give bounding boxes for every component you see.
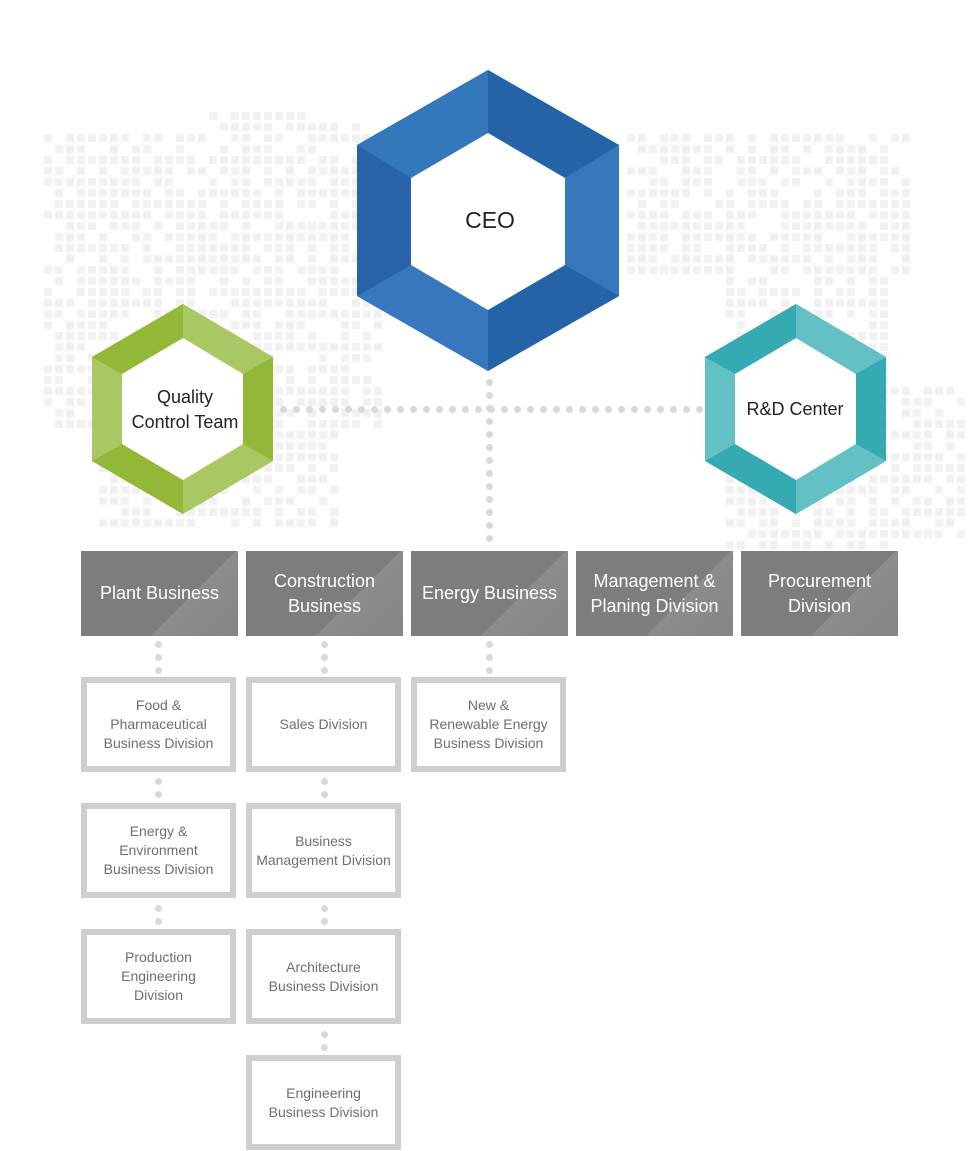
connector-dot xyxy=(332,406,339,413)
connector-dot xyxy=(486,431,493,438)
connector-dot xyxy=(321,791,328,798)
connector-dot xyxy=(423,406,430,413)
division-procurement: Procurement Division xyxy=(741,551,898,636)
connector-dot xyxy=(644,406,651,413)
connector-dot xyxy=(605,406,612,413)
connector-dot xyxy=(358,406,365,413)
unit-energy-environment: Energy & Environment Business Division xyxy=(81,803,236,898)
unit-food-pharmaceutical: Food & Pharmaceutical Business Division xyxy=(81,677,236,772)
connector-dot xyxy=(486,509,493,516)
connector-dot xyxy=(306,406,313,413)
connector-dot xyxy=(280,406,287,413)
connector-dot xyxy=(410,406,417,413)
connector-dot xyxy=(486,483,493,490)
connector-dot xyxy=(486,392,493,399)
rd-center-hexagon xyxy=(705,304,886,514)
connector-dot xyxy=(293,406,300,413)
connector-dot xyxy=(527,406,534,413)
connector-dot xyxy=(462,406,469,413)
connector-dot xyxy=(384,406,391,413)
connector-dot xyxy=(696,406,703,413)
connector-dot xyxy=(155,905,162,912)
connector-dot xyxy=(155,641,162,648)
connector-dot xyxy=(657,406,664,413)
connector-dot xyxy=(514,406,521,413)
connector-dot xyxy=(486,457,493,464)
connector-dot xyxy=(486,444,493,451)
division-energy-business: Energy Business xyxy=(411,551,568,636)
connector-dot xyxy=(155,918,162,925)
unit-engineering: Engineering Business Division xyxy=(246,1055,401,1150)
connector-dot xyxy=(670,406,677,413)
connector-dot xyxy=(155,667,162,674)
connector-dot xyxy=(592,406,599,413)
connector-dot xyxy=(501,406,508,413)
connector-dot xyxy=(486,379,493,386)
connector-dot xyxy=(486,522,493,529)
connector-dot xyxy=(155,791,162,798)
quality-control-hexagon xyxy=(92,304,273,514)
connector-dot xyxy=(579,406,586,413)
connector-dot xyxy=(155,654,162,661)
rd-center-label: R&D Center xyxy=(746,399,844,420)
unit-business-management: Business Management Division xyxy=(246,803,401,898)
connector-dot xyxy=(321,918,328,925)
connector-dot xyxy=(371,406,378,413)
ceo-label: CEO xyxy=(465,206,515,233)
connector-dot xyxy=(486,418,493,425)
connector-dot xyxy=(486,641,493,648)
connector-dot xyxy=(540,406,547,413)
connector-dot xyxy=(345,406,352,413)
division-plant-business: Plant Business xyxy=(81,551,238,636)
connector-dot xyxy=(486,535,493,542)
connector-dot xyxy=(321,1031,328,1038)
unit-new-renewable-energy: New & Renewable Energy Business Division xyxy=(411,677,566,772)
connector-dot xyxy=(321,654,328,661)
connector-dot xyxy=(486,654,493,661)
connector-dot xyxy=(683,406,690,413)
division-management-planning: Management & Planing Division xyxy=(576,551,733,636)
unit-sales: Sales Division xyxy=(246,677,401,772)
connector-dot xyxy=(449,406,456,413)
connector-dot xyxy=(486,470,493,477)
connector-dot xyxy=(566,406,573,413)
division-construction-business: Construction Business xyxy=(246,551,403,636)
unit-architecture: Architecture Business Division xyxy=(246,929,401,1024)
connector-dot xyxy=(618,406,625,413)
connector-dot xyxy=(486,496,493,503)
connector-dot xyxy=(397,406,404,413)
connector-dot xyxy=(553,406,560,413)
connector-dot xyxy=(321,667,328,674)
quality-control-label: Quality Control Team xyxy=(131,386,239,432)
connector-dot xyxy=(321,641,328,648)
connector-dot xyxy=(155,778,162,785)
connector-dot xyxy=(486,405,493,412)
connector-dot xyxy=(321,905,328,912)
connector-dot xyxy=(321,778,328,785)
connector-dot xyxy=(486,667,493,674)
ceo-hexagon xyxy=(357,70,619,371)
connector-dot xyxy=(436,406,443,413)
connector-dot xyxy=(475,406,482,413)
connector-dot xyxy=(321,1044,328,1051)
connector-dot xyxy=(319,406,326,413)
unit-production-engineering: Production Engineering Division xyxy=(81,929,236,1024)
connector-dot xyxy=(631,406,638,413)
